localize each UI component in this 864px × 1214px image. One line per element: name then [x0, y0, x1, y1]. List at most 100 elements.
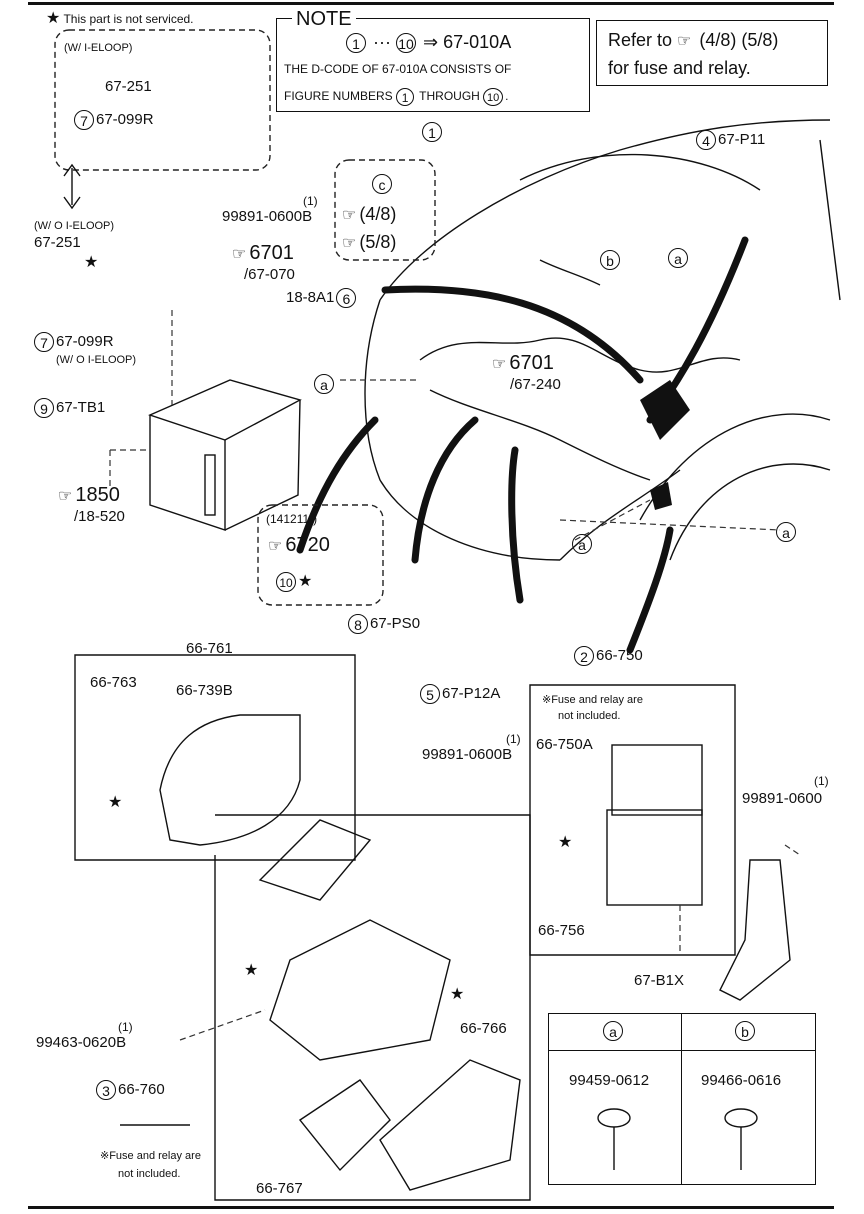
date-code: (141211-) [266, 512, 318, 526]
figure-number-badge: 2 [574, 646, 594, 666]
top-rule [28, 2, 834, 5]
arrow-icon: ⇒ [423, 32, 439, 52]
ref-6701-b-sub: /67-240 [510, 376, 561, 393]
bolt-part-a[interactable]: 99459-0612 [569, 1072, 650, 1089]
star-icon: ★ [298, 572, 313, 590]
fuse-note: ※Fuse and relay are [542, 694, 643, 706]
c-ref-5-8[interactable]: ☞(5/8) [342, 232, 397, 252]
figure-number-badge: 7 [34, 332, 54, 352]
part-67-B1X[interactable]: 67-B1X [634, 972, 685, 989]
figure-number-badge: 10 [396, 33, 417, 54]
ref-6720[interactable]: ☞6720 [268, 534, 330, 556]
refer-box [596, 20, 828, 86]
legend-row: ★ This part is not serviced. [46, 10, 194, 27]
bottom-rule [28, 1206, 834, 1209]
note-box [276, 18, 590, 112]
pointing-hand-icon: ☞ [232, 246, 247, 263]
part-66-763[interactable]: 66-763 [90, 674, 137, 691]
figure-number-badge: 4 [696, 130, 716, 150]
ref-6701[interactable]: ☞6701 [232, 242, 294, 264]
figure-number-badge: 1 [396, 88, 415, 106]
figure-number-badge: 5 [420, 684, 440, 704]
table-header-a: a [603, 1021, 625, 1041]
callout-a[interactable]: a [572, 534, 594, 554]
letter-badge: b [735, 1021, 755, 1041]
pointing-hand-icon: ☞ [58, 488, 73, 505]
star-icon: ★ [108, 794, 123, 811]
callout-a[interactable]: a [668, 248, 690, 268]
callout-a[interactable]: a [314, 374, 336, 394]
bolt-table: a b 99459-0612 99466-0616 [548, 1013, 816, 1185]
letter-badge: a [776, 522, 796, 542]
variant-label: (W/ O I-ELOOP) [56, 354, 137, 366]
star-icon: ★ [84, 254, 99, 271]
legend-text: This part is not serviced. [63, 12, 194, 26]
figure-number-badge: 10 [483, 88, 504, 106]
part-66-767[interactable]: 66-767 [256, 1180, 303, 1197]
part-10[interactable]: 10★ [276, 572, 312, 592]
qty: (1) [814, 774, 829, 788]
qty: (1) [506, 732, 521, 746]
refer-line1[interactable]: Refer to ☞ (4/8) (5/8) [608, 30, 779, 50]
part-66-761[interactable]: 66-761 [186, 640, 233, 657]
figure-number-badge: 10 [276, 572, 296, 592]
letter-badge: a [668, 248, 688, 268]
figure-number-badge: 8 [348, 614, 368, 634]
part-99891-0600B-mid[interactable]: 99891-0600B [422, 746, 513, 763]
letter-badge: a [572, 534, 592, 554]
callout-a[interactable]: a [776, 522, 798, 542]
ref-6701-b[interactable]: ☞6701 [492, 352, 554, 374]
part-99463-0620B[interactable]: 99463-0620B [36, 1034, 127, 1051]
c-ref-4-8[interactable]: ☞(4/8) [342, 204, 397, 224]
callout-c[interactable]: c [372, 174, 394, 194]
letter-badge: b [600, 250, 620, 270]
star-icon: ★ [450, 986, 465, 1003]
part-67-251-b[interactable]: 67-251 [34, 234, 81, 251]
ref-1850[interactable]: ☞1850 [58, 484, 120, 506]
note-range-row: 1 ··· 10 ⇒ 67-010A [346, 32, 512, 54]
part-67-251[interactable]: 67-251 [105, 78, 152, 95]
pointing-hand-icon: ☞ [342, 207, 357, 224]
variant-label: (W/ O I-ELOOP) [34, 220, 115, 232]
figure-number-badge: 7 [74, 110, 94, 130]
callout-b[interactable]: b [600, 250, 622, 270]
pointing-hand-icon: ☞ [268, 538, 283, 555]
part-66-756[interactable]: 66-756 [538, 922, 585, 939]
letter-badge: a [314, 374, 334, 394]
part-99891-0600B[interactable]: 99891-0600B [222, 208, 313, 225]
note-code: 67-010A [443, 32, 512, 52]
fuse-note: ※Fuse and relay are [100, 1150, 201, 1162]
star-icon: ★ [46, 10, 61, 27]
pointing-hand-icon: ☞ [492, 356, 507, 373]
part-66-739B[interactable]: 66-739B [176, 682, 233, 699]
note-line2: THE D-CODE OF 67-010A CONSISTS OF [284, 62, 512, 76]
star-icon: ★ [558, 834, 573, 851]
qty: (1) [303, 194, 318, 208]
figure-number-badge: 3 [96, 1080, 116, 1100]
fuse-note: not included. [118, 1168, 181, 1180]
part-99891-0600[interactable]: 99891-0600 [742, 790, 823, 807]
part-66-750A[interactable]: 66-750A [536, 736, 593, 753]
refer-line2: for fuse and relay. [608, 58, 751, 78]
pointing-hand-icon: ☞ [342, 235, 357, 252]
part-66-766[interactable]: 66-766 [460, 1020, 507, 1037]
fuse-note: not included. [558, 710, 621, 722]
note-title: NOTE [292, 8, 356, 30]
variant-label: (W/ I-ELOOP) [64, 42, 133, 54]
figure-number-badge: 1 [346, 33, 366, 54]
callout-1[interactable]: 1 [422, 122, 444, 142]
note-line3: FIGURE NUMBERS 1 THROUGH 10. [284, 88, 509, 106]
bolt-part-b[interactable]: 99466-0616 [701, 1072, 782, 1089]
letter-badge: c [372, 174, 392, 194]
letter-badge: a [603, 1021, 623, 1041]
